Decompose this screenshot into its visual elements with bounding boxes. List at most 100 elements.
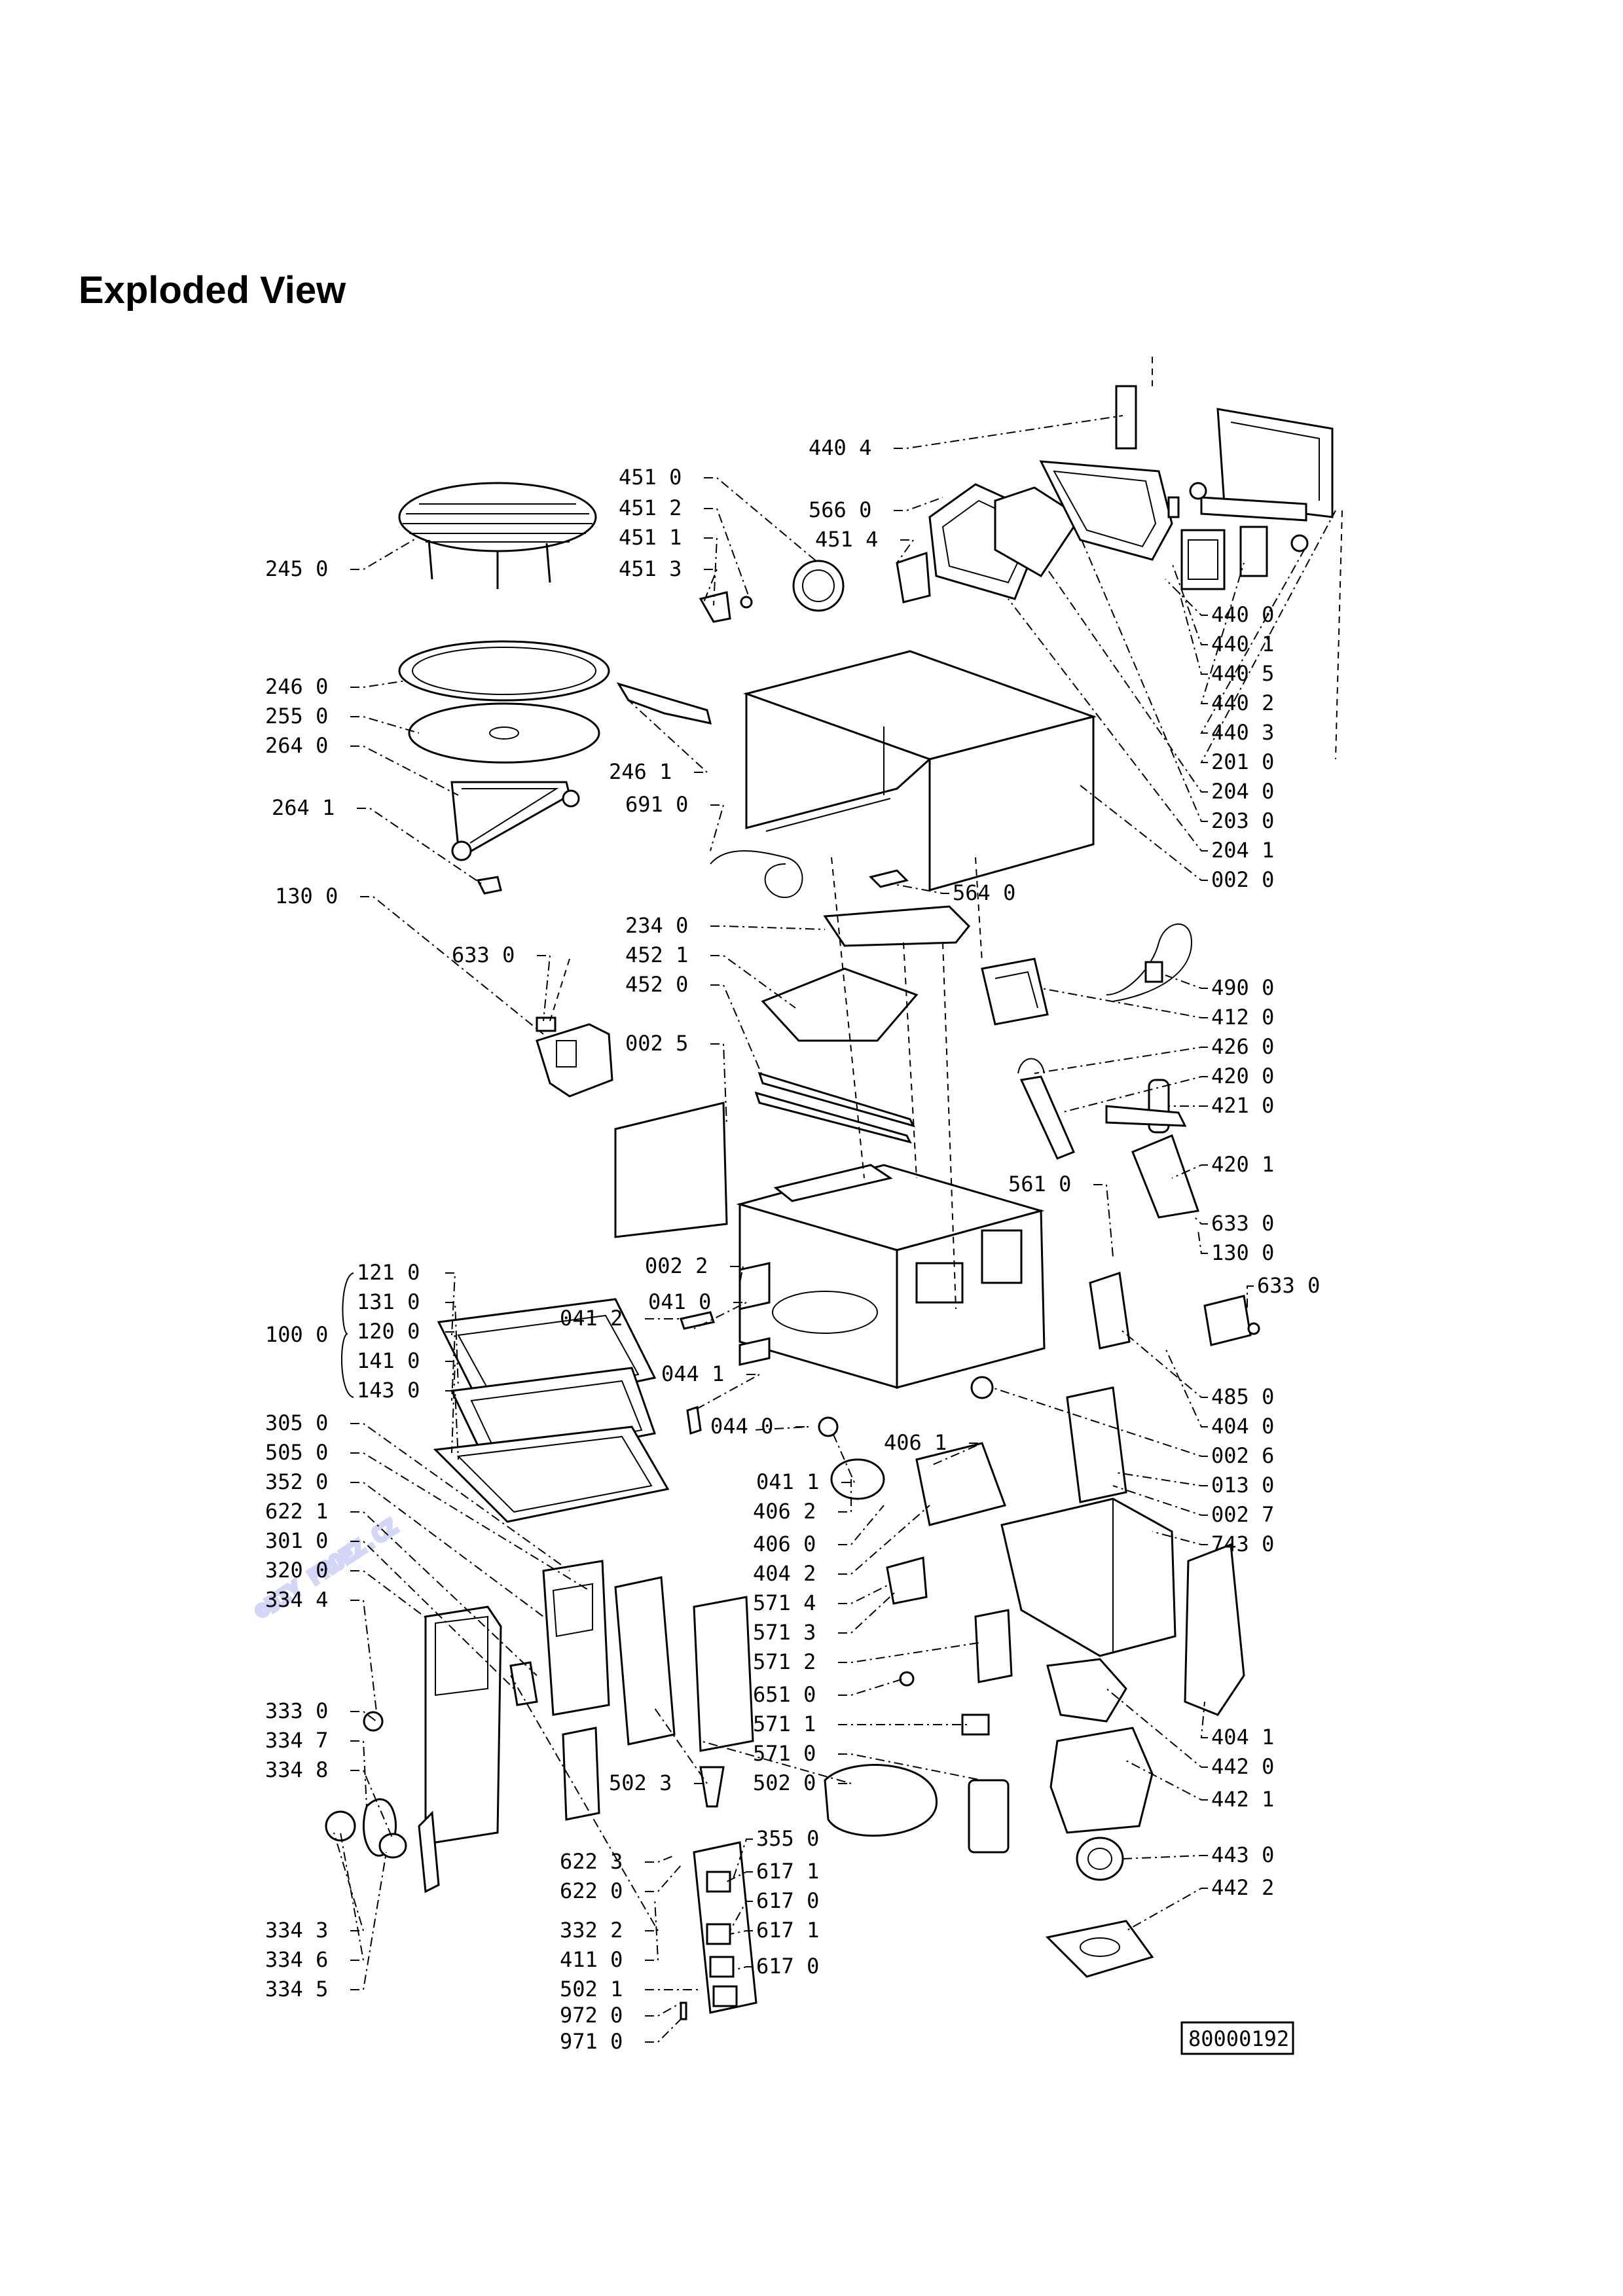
leader-line (1093, 1184, 1114, 1257)
part-label: 334 6 (265, 1832, 365, 1972)
leader-line (693, 1374, 760, 1411)
part-label: 617 0 (733, 1954, 819, 1979)
part-number: 002 5 (625, 1031, 688, 1056)
part-label: 201 0 (1200, 510, 1336, 774)
part-label: 440 5 (1178, 588, 1274, 686)
part-label: 130 0 (1197, 1230, 1274, 1265)
part-label: 972 0 (560, 2002, 682, 2028)
leader-line (350, 716, 420, 734)
part-number: 743 0 (1211, 1532, 1274, 1556)
leader-line (1171, 562, 1208, 645)
part-number: 691 0 (625, 792, 688, 817)
control-panel-stack (363, 1560, 754, 1844)
part-number: 633 0 (1257, 1273, 1320, 1298)
part-number: 571 2 (753, 1649, 816, 1674)
part-label: 622 0 (560, 1865, 682, 1903)
part-number: 334 7 (265, 1728, 328, 1753)
part-number: 002 0 (1211, 867, 1274, 892)
part-number: 352 0 (265, 1469, 328, 1494)
part-label: 743 0 (1152, 1531, 1274, 1556)
leader-line (350, 1740, 367, 1807)
leader-line (1125, 1888, 1208, 1931)
leader-line (752, 1426, 809, 1431)
part-number: 041 0 (648, 1289, 711, 1314)
lamp-holder (869, 869, 909, 888)
part-label: 404 1 (1200, 1701, 1274, 1749)
leader-line (654, 1708, 708, 1784)
part-number: 566 0 (809, 497, 871, 522)
part-label: 571 1 (753, 1712, 969, 1736)
part-label: 502 1 (560, 1977, 701, 2001)
part-label: 571 2 (753, 1642, 979, 1674)
drawing-code: 80000192 (1180, 2021, 1294, 2055)
leader-line (350, 1423, 570, 1571)
hinge-parts (699, 551, 931, 623)
part-number: 404 1 (1211, 1725, 1274, 1749)
part-number: 406 1 (884, 1430, 947, 1455)
part-label: 334 3 (265, 1832, 365, 1943)
part-label: 334 5 (265, 1852, 387, 2001)
leader-line (1152, 1531, 1208, 1545)
part-number: 442 1 (1211, 1787, 1274, 1812)
part-number: 485 0 (1211, 1384, 1274, 1409)
leader-line (1197, 1230, 1208, 1254)
part-label: 002 0 (1080, 785, 1274, 892)
door-assembly (928, 385, 1334, 600)
part-number: 406 0 (753, 1532, 816, 1556)
part-label: 505 0 (265, 1440, 590, 1591)
part-label: 443 0 (1122, 1842, 1274, 1867)
sensor-cable (710, 850, 803, 899)
part-number: 505 0 (265, 1440, 328, 1465)
part-label: 617 1 (726, 1859, 819, 1884)
leader-line (645, 2002, 682, 2017)
part-number: 452 0 (625, 972, 688, 997)
part-label: 355 0 (733, 1826, 819, 1879)
part-label: 320 0 (265, 1558, 429, 1621)
leader-line (1125, 1760, 1208, 1801)
leader-line (733, 1839, 753, 1879)
part-number: 561 0 (1008, 1172, 1071, 1196)
part-label: 002 2 (645, 1253, 744, 1283)
part-label: 485 0 (1119, 1328, 1274, 1409)
part-number: 002 6 (1211, 1443, 1274, 1468)
leader-line (1165, 1348, 1208, 1427)
group-member-label: 141 0 (357, 1348, 420, 1373)
leader-line (838, 1642, 979, 1663)
part-number: 204 1 (1211, 838, 1274, 863)
leader-line (831, 1429, 856, 1483)
leader-line (1178, 588, 1208, 675)
part-label: 013 0 (1116, 1472, 1274, 1498)
part-number: 334 6 (265, 1947, 328, 1972)
leader-line (703, 569, 718, 603)
part-number: 451 2 (619, 495, 682, 520)
part-number: 440 4 (809, 435, 871, 460)
knob-assembly (325, 1798, 440, 1893)
part-label: 571 3 (753, 1590, 898, 1645)
leader-line (894, 415, 1123, 449)
part-label: 246 0 (265, 674, 407, 699)
leader-line (360, 896, 544, 1035)
part-number: 622 0 (560, 1878, 623, 1903)
part-number: 442 0 (1211, 1754, 1274, 1779)
leader-line (729, 1901, 753, 1931)
leader-line (726, 1871, 753, 1882)
part-label: 002 7 (1112, 1485, 1274, 1527)
part-label: 044 0 (710, 1414, 809, 1439)
part-number: 571 1 (753, 1712, 816, 1736)
part-label: 442 1 (1125, 1760, 1274, 1812)
part-number: 972 0 (560, 2003, 623, 2028)
leader-line (445, 1331, 456, 1401)
leader-line (733, 1966, 753, 1971)
leader-line (340, 1832, 365, 1961)
leader-line (445, 1272, 456, 1336)
part-number: 333 0 (265, 1698, 328, 1723)
part-label: 622 1 (265, 1499, 538, 1676)
part-label: 044 1 (661, 1361, 760, 1411)
leader-line (838, 1479, 852, 1513)
leader-line (1112, 1485, 1208, 1516)
leader-line (628, 700, 709, 773)
part-number: 502 1 (560, 1977, 623, 2001)
leader-line (350, 1852, 387, 1990)
part-number: 204 0 (1211, 779, 1274, 804)
